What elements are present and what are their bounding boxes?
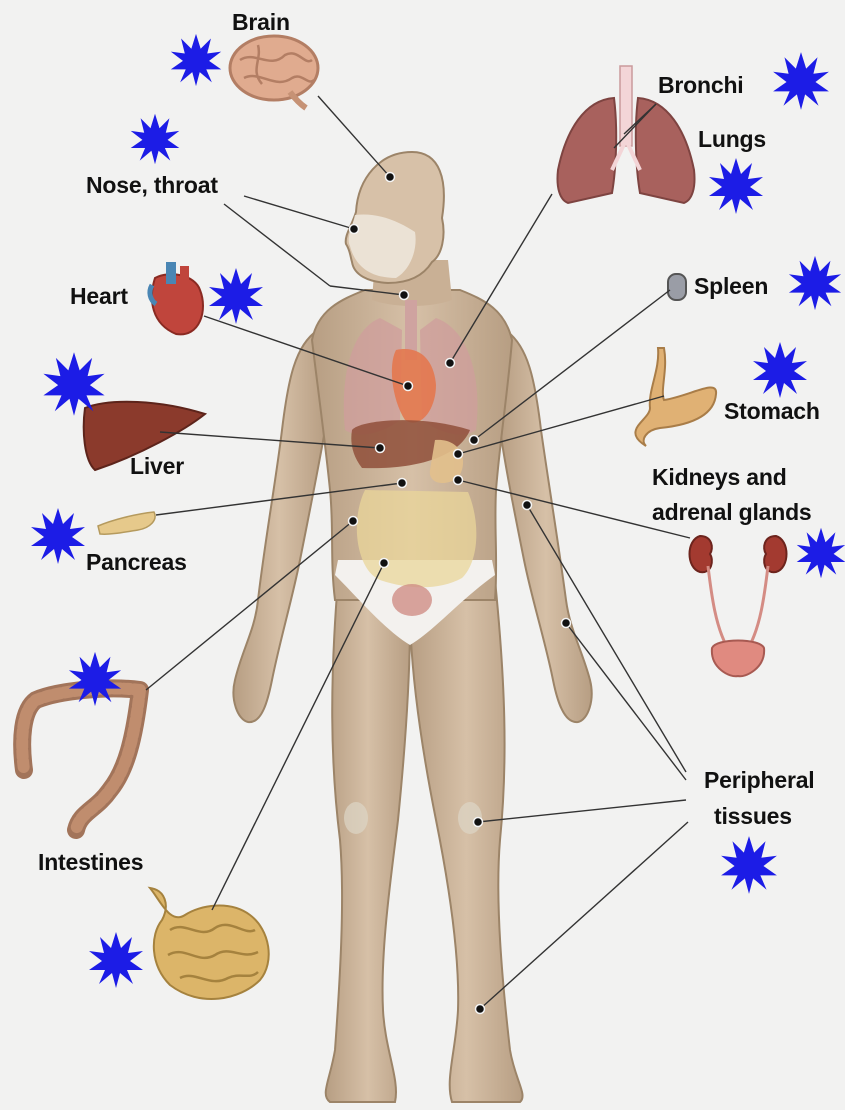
intestines-in-body (357, 490, 477, 587)
label-intestines: Intestines (38, 848, 143, 876)
label-heart: Heart (70, 282, 128, 310)
dot-icon-spleen (470, 436, 479, 445)
label-peripheral-line2: tissues (714, 802, 792, 830)
dot-icon-colon (349, 517, 358, 526)
label-kidneys-line2: adrenal glands (652, 498, 812, 526)
label-lungs: Lungs (698, 125, 766, 153)
dot-icon-lungs (446, 359, 455, 368)
dot-icon-liver (376, 444, 385, 453)
spleen-icon (668, 274, 686, 300)
label-stomach: Stomach (724, 397, 820, 425)
dot-icon-arm-upper (523, 501, 532, 510)
label-spleen: Spleen (694, 272, 768, 300)
dot-icon-pancreas (398, 479, 407, 488)
dot-icon-small-intestine (380, 559, 389, 568)
dot-icon-stomach (454, 450, 463, 459)
label-bronchi: Bronchi (658, 71, 744, 99)
label-peripheral-line1: Peripheral (704, 766, 815, 794)
dot-icon-kidneys (454, 476, 463, 485)
label-nose-throat: Nose, throat (86, 171, 218, 199)
label-kidneys-line1: Kidneys and (652, 463, 787, 491)
label-brain: Brain (232, 8, 290, 36)
left-knee (344, 802, 368, 834)
label-liver: Liver (130, 452, 184, 480)
dot-icon-ankle (476, 1005, 485, 1014)
dot-icon-heart (404, 382, 413, 391)
dot-icon-knee (474, 818, 483, 827)
bladder-in-body (392, 584, 432, 616)
dot-icon-throat (400, 291, 409, 300)
dot-icon-nose (350, 225, 359, 234)
label-pancreas: Pancreas (86, 548, 187, 576)
dot-icon-brain (386, 173, 395, 182)
dot-icon-arm-lower (562, 619, 571, 628)
